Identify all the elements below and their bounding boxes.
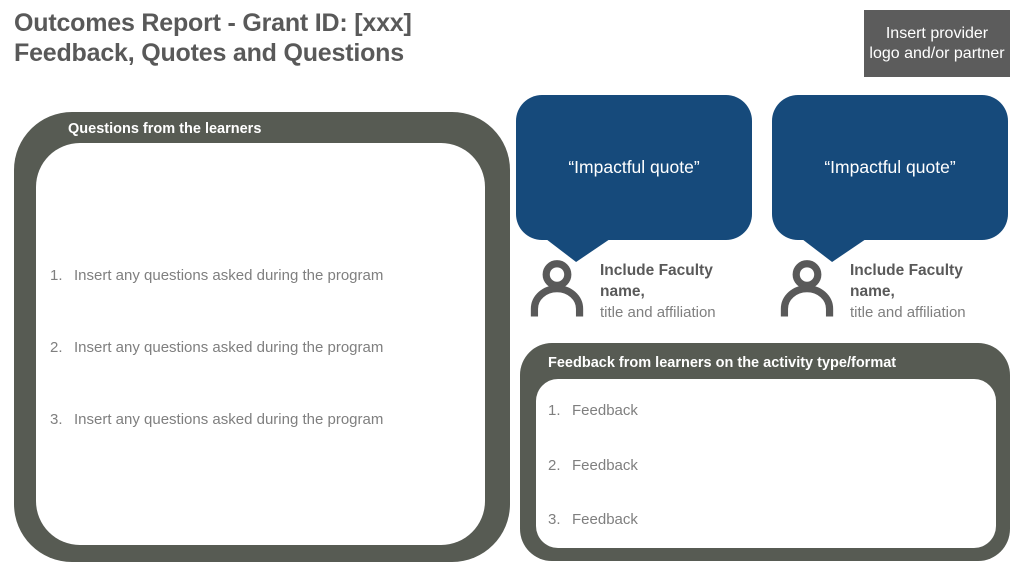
- question-item[interactable]: 2. Insert any questions asked during the…: [50, 339, 480, 357]
- question-item[interactable]: 1. Insert any questions asked during the…: [50, 267, 480, 285]
- feedback-panel-header: Feedback from learners on the activity t…: [548, 355, 897, 371]
- person-icon: [530, 260, 584, 317]
- questions-panel-body[interactable]: [36, 143, 485, 545]
- questions-panel: Questions from the learners 1. Insert an…: [14, 112, 510, 562]
- quote-text: “Impactful quote”: [568, 157, 700, 177]
- person-icon: [780, 260, 834, 317]
- title-line-2: Feedback, Quotes and Questions: [14, 39, 404, 67]
- question-item[interactable]: 3. Insert any questions asked during the…: [50, 411, 480, 429]
- question-item-text: Insert any questions asked during the pr…: [74, 411, 384, 428]
- page-title: Outcomes Report - Grant ID: [xxx] Feedba…: [14, 8, 412, 68]
- feedback-item[interactable]: 3. Feedback: [548, 511, 978, 529]
- faculty-title-placeholder: title and affiliation: [600, 303, 716, 321]
- question-item-text: Insert any questions asked during the pr…: [74, 339, 384, 356]
- quote-bubble[interactable]: “Impactful quote”: [772, 95, 1008, 262]
- feedback-item[interactable]: 2. Feedback: [548, 457, 978, 475]
- question-item-number: 2.: [50, 339, 63, 356]
- feedback-item-text: Feedback: [572, 457, 638, 474]
- question-item-number: 1.: [50, 267, 63, 284]
- feedback-item[interactable]: 1. Feedback: [548, 402, 978, 420]
- faculty-name-placeholder: Include Faculty name,: [850, 262, 963, 300]
- questions-panel-header: Questions from the learners: [68, 121, 262, 137]
- faculty-attribution[interactable]: Include Faculty name, title and affiliat…: [600, 261, 744, 323]
- faculty-title-placeholder: title and affiliation: [850, 303, 966, 321]
- feedback-panel: Feedback from learners on the activity t…: [520, 343, 1010, 561]
- feedback-item-text: Feedback: [572, 402, 638, 419]
- faculty-attribution[interactable]: Include Faculty name, title and affiliat…: [850, 261, 994, 323]
- question-item-number: 3.: [50, 411, 63, 428]
- feedback-item-number: 2.: [548, 457, 561, 474]
- question-item-text: Insert any questions asked during the pr…: [74, 267, 384, 284]
- provider-logo-placeholder[interactable]: Insert provider logo and/or partner: [864, 10, 1010, 77]
- faculty-name-placeholder: Include Faculty name,: [600, 262, 713, 300]
- title-line-1: Outcomes Report - Grant ID: [xxx]: [14, 9, 412, 37]
- quote-bubble[interactable]: “Impactful quote”: [516, 95, 752, 262]
- feedback-item-text: Feedback: [572, 511, 638, 528]
- feedback-panel-body[interactable]: [536, 379, 996, 548]
- quote-text: “Impactful quote”: [824, 157, 956, 177]
- feedback-item-number: 1.: [548, 402, 561, 419]
- feedback-item-number: 3.: [548, 511, 561, 528]
